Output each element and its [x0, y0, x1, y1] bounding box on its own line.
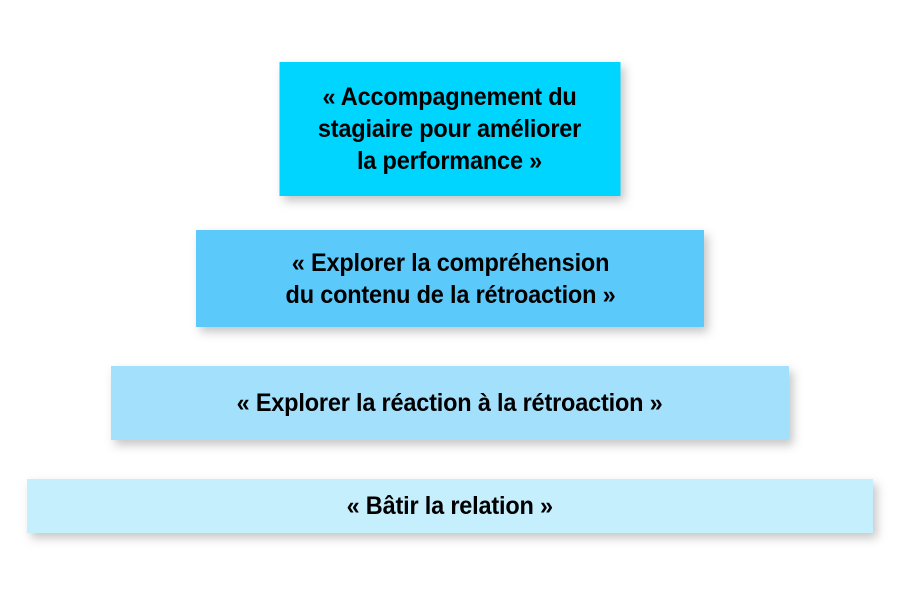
pyramid-tier-2: « Explorer la compréhension du contenu d…	[196, 230, 704, 327]
pyramid-tier-4: « Bâtir la relation »	[27, 479, 873, 533]
pyramid-tier-1: « Accompagnement du stagiaire pour améli…	[279, 62, 621, 196]
pyramid-tier-2-label: « Explorer la compréhension du contenu d…	[285, 248, 615, 309]
pyramid-tier-4-label: « Bâtir la relation »	[346, 492, 554, 520]
pyramid-tier-3: « Explorer la réaction à la rétroaction …	[111, 366, 789, 440]
pyramid-tier-1-label: « Accompagnement du stagiaire pour améli…	[318, 83, 582, 175]
pyramid-tier-3-label: « Explorer la réaction à la rétroaction …	[237, 389, 663, 417]
